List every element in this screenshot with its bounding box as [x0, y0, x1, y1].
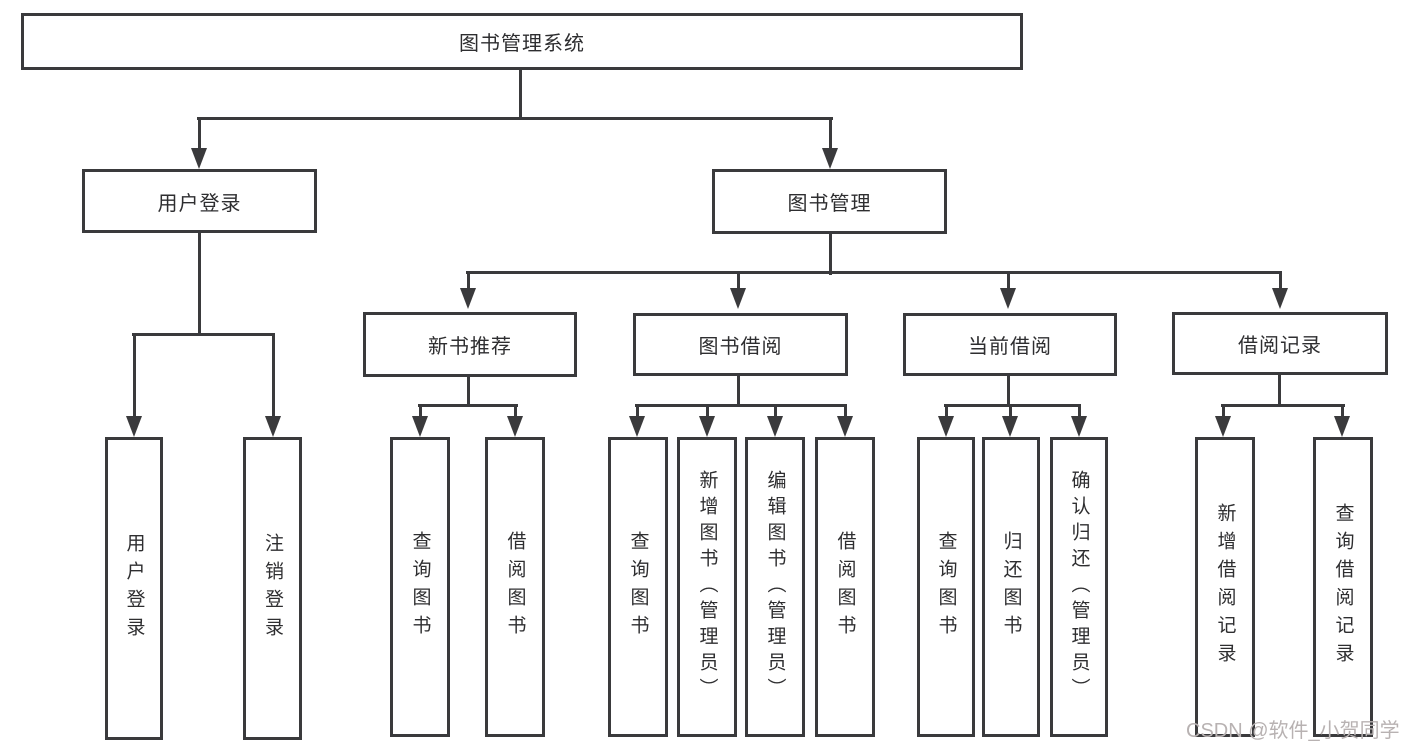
connector-line: [829, 234, 832, 275]
arrow-down-icon: [191, 148, 207, 169]
connector-line: [132, 333, 275, 336]
connector-line: [844, 404, 847, 418]
arrow-down-icon: [1071, 416, 1087, 437]
node-borrowing-records-label: 借阅记录: [1238, 335, 1322, 357]
connector-line: [737, 376, 740, 407]
leaf-query-books-label: 查询图书: [409, 531, 431, 643]
leaf-add-books-admin: 新增图书（管理员）: [677, 437, 737, 737]
leaf-query-borrow-record-label: 查询借阅记录: [1332, 503, 1354, 671]
node-book-borrowing-label: 图书借阅: [698, 336, 783, 358]
connector-line: [1221, 404, 1345, 407]
arrow-down-icon: [412, 416, 428, 437]
connector-line: [829, 117, 832, 150]
connector-line: [418, 404, 518, 407]
arrow-down-icon: [1215, 416, 1231, 437]
connector-line: [133, 333, 136, 418]
connector-line: [706, 404, 709, 418]
connector-line: [944, 404, 1081, 407]
connector-line: [635, 404, 847, 407]
arrow-down-icon: [822, 148, 838, 169]
node-book-management-label: 图书管理: [787, 193, 872, 215]
arrow-down-icon: [1000, 288, 1016, 309]
leaf-borrow-books: 借阅图书: [815, 437, 875, 737]
connector-line: [467, 271, 470, 289]
connector-line: [1341, 404, 1344, 418]
node-user-login-label: 用户登录: [157, 192, 242, 215]
csdn-watermark: CSDN @软件_小贺同学: [1186, 720, 1400, 742]
leaf-query-books-label: 查询图书: [935, 531, 957, 643]
leaf-borrow-books-label: 借阅图书: [834, 531, 856, 643]
leaf-logout-label: 注销登录: [262, 532, 283, 645]
node-user-login: 用户登录: [82, 169, 317, 233]
leaf-edit-books-admin-label: 编辑图书（管理员）: [764, 470, 786, 704]
arrow-down-icon: [767, 416, 783, 437]
leaf-query-borrow-record: 查询借阅记录: [1313, 437, 1373, 737]
connector-line: [737, 271, 740, 289]
node-new-book-recommend: 新书推荐: [363, 312, 577, 377]
node-library-system: 图书管理系统: [21, 13, 1023, 70]
node-book-management: 图书管理: [712, 169, 947, 234]
node-library-system-label: 图书管理系统: [459, 33, 585, 55]
arrow-down-icon: [1334, 416, 1350, 437]
connector-line: [1009, 404, 1012, 418]
connector-line: [1279, 271, 1282, 289]
leaf-query-books: 查询图书: [390, 437, 450, 737]
leaf-user-login: 用户登录: [105, 437, 163, 740]
connector-line: [198, 117, 201, 150]
arrow-down-icon: [507, 416, 523, 437]
leaf-logout: 注销登录: [243, 437, 302, 740]
leaf-query-books-label: 查询图书: [627, 531, 649, 643]
connector-line: [198, 233, 201, 336]
leaf-borrow-books: 借阅图书: [485, 437, 545, 737]
connector-line: [774, 404, 777, 418]
leaf-add-books-admin-label: 新增图书（管理员）: [696, 470, 718, 704]
node-current-borrowing: 当前借阅: [903, 313, 1117, 376]
node-borrowing-records: 借阅记录: [1172, 312, 1388, 375]
connector-line: [272, 333, 275, 418]
arrow-down-icon: [126, 416, 142, 437]
leaf-add-borrow-record-label: 新增借阅记录: [1214, 503, 1236, 671]
node-current-borrowing-label: 当前借阅: [968, 336, 1052, 358]
node-book-borrowing: 图书借阅: [633, 313, 848, 376]
arrow-down-icon: [460, 288, 476, 309]
arrow-down-icon: [1272, 288, 1288, 309]
connector-line: [519, 69, 522, 120]
leaf-edit-books-admin: 编辑图书（管理员）: [745, 437, 805, 737]
arrow-down-icon: [699, 416, 715, 437]
leaf-query-books: 查询图书: [608, 437, 668, 737]
connector-line: [466, 271, 1282, 274]
connector-line: [636, 404, 639, 418]
connector-line: [1278, 375, 1281, 407]
leaf-borrow-books-label: 借阅图书: [504, 531, 526, 643]
leaf-confirm-return-admin: 确认归还（管理员）: [1050, 437, 1108, 737]
arrow-down-icon: [629, 416, 645, 437]
connector-line: [197, 117, 833, 120]
arrow-down-icon: [265, 416, 281, 437]
node-new-book-recommend-label: 新书推荐: [428, 336, 512, 358]
arrow-down-icon: [938, 416, 954, 437]
connector-line: [1007, 376, 1010, 407]
arrow-down-icon: [837, 416, 853, 437]
leaf-add-borrow-record: 新增借阅记录: [1195, 437, 1255, 737]
leaf-return-books: 归还图书: [982, 437, 1040, 737]
leaf-return-books-label: 归还图书: [1000, 531, 1022, 643]
connector-line: [419, 404, 422, 418]
connector-line: [1078, 404, 1081, 418]
leaf-query-books: 查询图书: [917, 437, 975, 737]
arrow-down-icon: [730, 288, 746, 309]
arrow-down-icon: [1002, 416, 1018, 437]
leaf-confirm-return-admin-label: 确认归还（管理员）: [1068, 470, 1090, 704]
connector-line: [467, 377, 470, 407]
leaf-user-login-label: 用户登录: [123, 532, 145, 645]
connector-line: [514, 404, 517, 418]
connector-line: [945, 404, 948, 418]
connector-line: [1007, 271, 1010, 289]
connector-line: [1222, 404, 1225, 418]
